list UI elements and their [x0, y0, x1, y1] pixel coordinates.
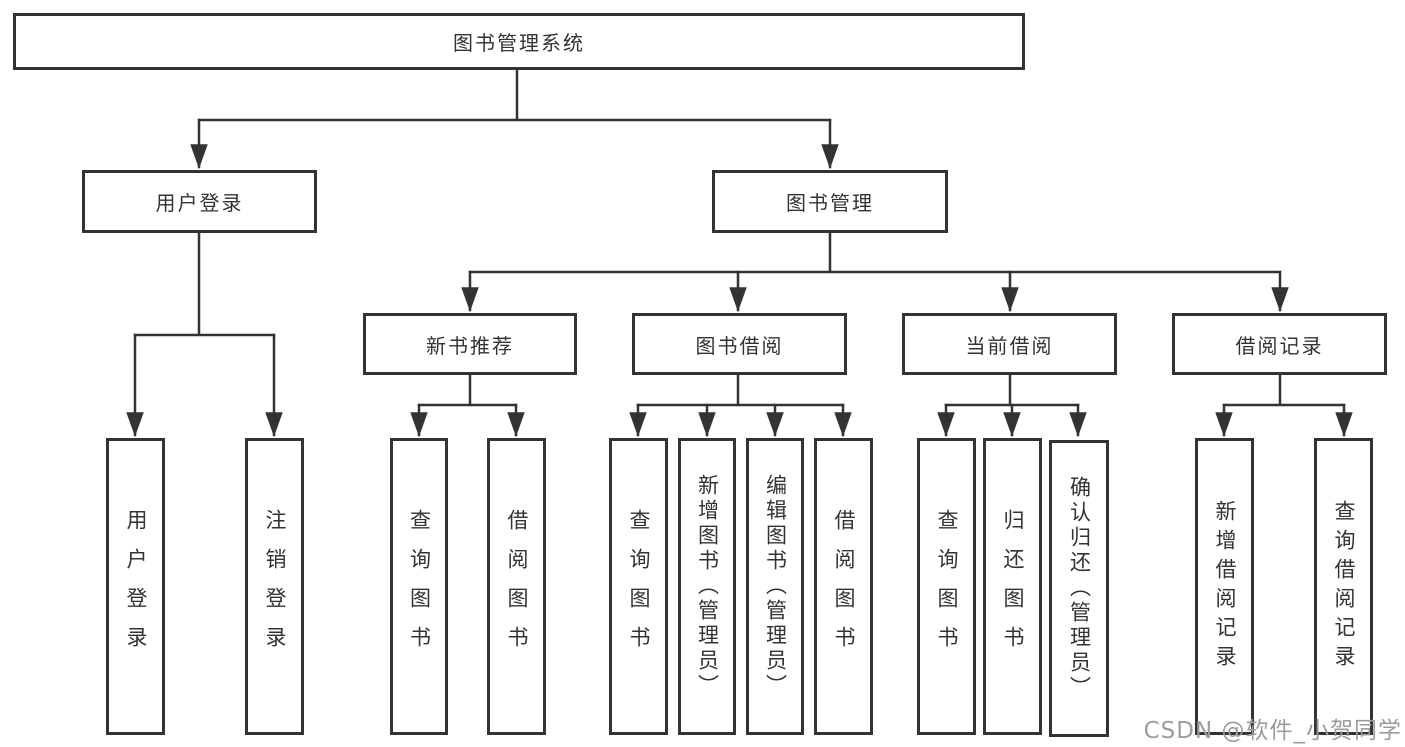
- node-logout-leaf-label: 注销登录: [263, 508, 287, 665]
- node-query-books-current: 查询图书: [917, 438, 976, 735]
- node-borrow-books-recommend-label: 借阅图书: [505, 508, 529, 665]
- node-query-books-current-label: 查询图书: [935, 508, 959, 665]
- node-edit-book-admin: 编辑图书（管理员）: [746, 438, 804, 735]
- node-query-books-borrowing-label: 查询图书: [627, 508, 651, 665]
- node-book-borrowing-label: 图书借阅: [695, 333, 784, 358]
- node-add-book-admin-label: 新增图书（管理员）: [695, 474, 720, 699]
- node-borrow-books-recommend: 借阅图书: [487, 438, 546, 735]
- node-borrow-books-borrowing: 借阅图书: [814, 438, 873, 735]
- node-add-book-admin: 新增图书（管理员）: [678, 438, 736, 735]
- node-borrowing-records: 借阅记录: [1172, 313, 1387, 375]
- node-root-label: 图书管理系统: [453, 31, 585, 55]
- node-confirm-return-admin-label: 确认归还（管理员）: [1067, 476, 1092, 701]
- node-add-borrow-record: 新增借阅记录: [1195, 438, 1254, 735]
- node-add-borrow-record-label: 新增借阅记录: [1213, 499, 1237, 674]
- node-book-borrowing: 图书借阅: [632, 313, 847, 375]
- node-query-books-recommend: 查询图书: [390, 438, 448, 735]
- node-user-login-leaf: 用户登录: [106, 438, 165, 735]
- node-query-borrow-record-label: 查询借阅记录: [1332, 499, 1356, 674]
- node-user-login-label: 用户登录: [155, 191, 244, 215]
- node-current-borrowing-label: 当前借阅: [965, 333, 1054, 358]
- node-edit-book-admin-label: 编辑图书（管理员）: [763, 474, 788, 699]
- node-borrowing-records-label: 借阅记录: [1235, 333, 1324, 358]
- node-current-borrowing: 当前借阅: [902, 313, 1117, 375]
- node-return-books: 归还图书: [983, 438, 1042, 735]
- node-borrow-books-borrowing-label: 借阅图书: [832, 508, 856, 665]
- node-return-books-label: 归还图书: [1001, 508, 1025, 665]
- node-new-book-recommendation-label: 新书推荐: [426, 333, 514, 358]
- node-query-books-recommend-label: 查询图书: [407, 508, 432, 665]
- node-query-books-borrowing: 查询图书: [609, 438, 668, 735]
- node-user-login: 用户登录: [82, 170, 317, 233]
- node-user-login-leaf-label: 用户登录: [124, 508, 148, 665]
- node-query-borrow-record: 查询借阅记录: [1314, 438, 1373, 735]
- node-book-management: 图书管理: [712, 170, 948, 233]
- node-logout-leaf: 注销登录: [245, 438, 304, 735]
- node-root: 图书管理系统: [13, 13, 1025, 70]
- csdn-watermark: CSDN @软件_小贺同学: [1143, 718, 1402, 744]
- node-new-book-recommendation: 新书推荐: [363, 313, 577, 375]
- node-book-management-label: 图书管理: [786, 191, 874, 215]
- node-confirm-return-admin: 确认归还（管理员）: [1049, 440, 1109, 737]
